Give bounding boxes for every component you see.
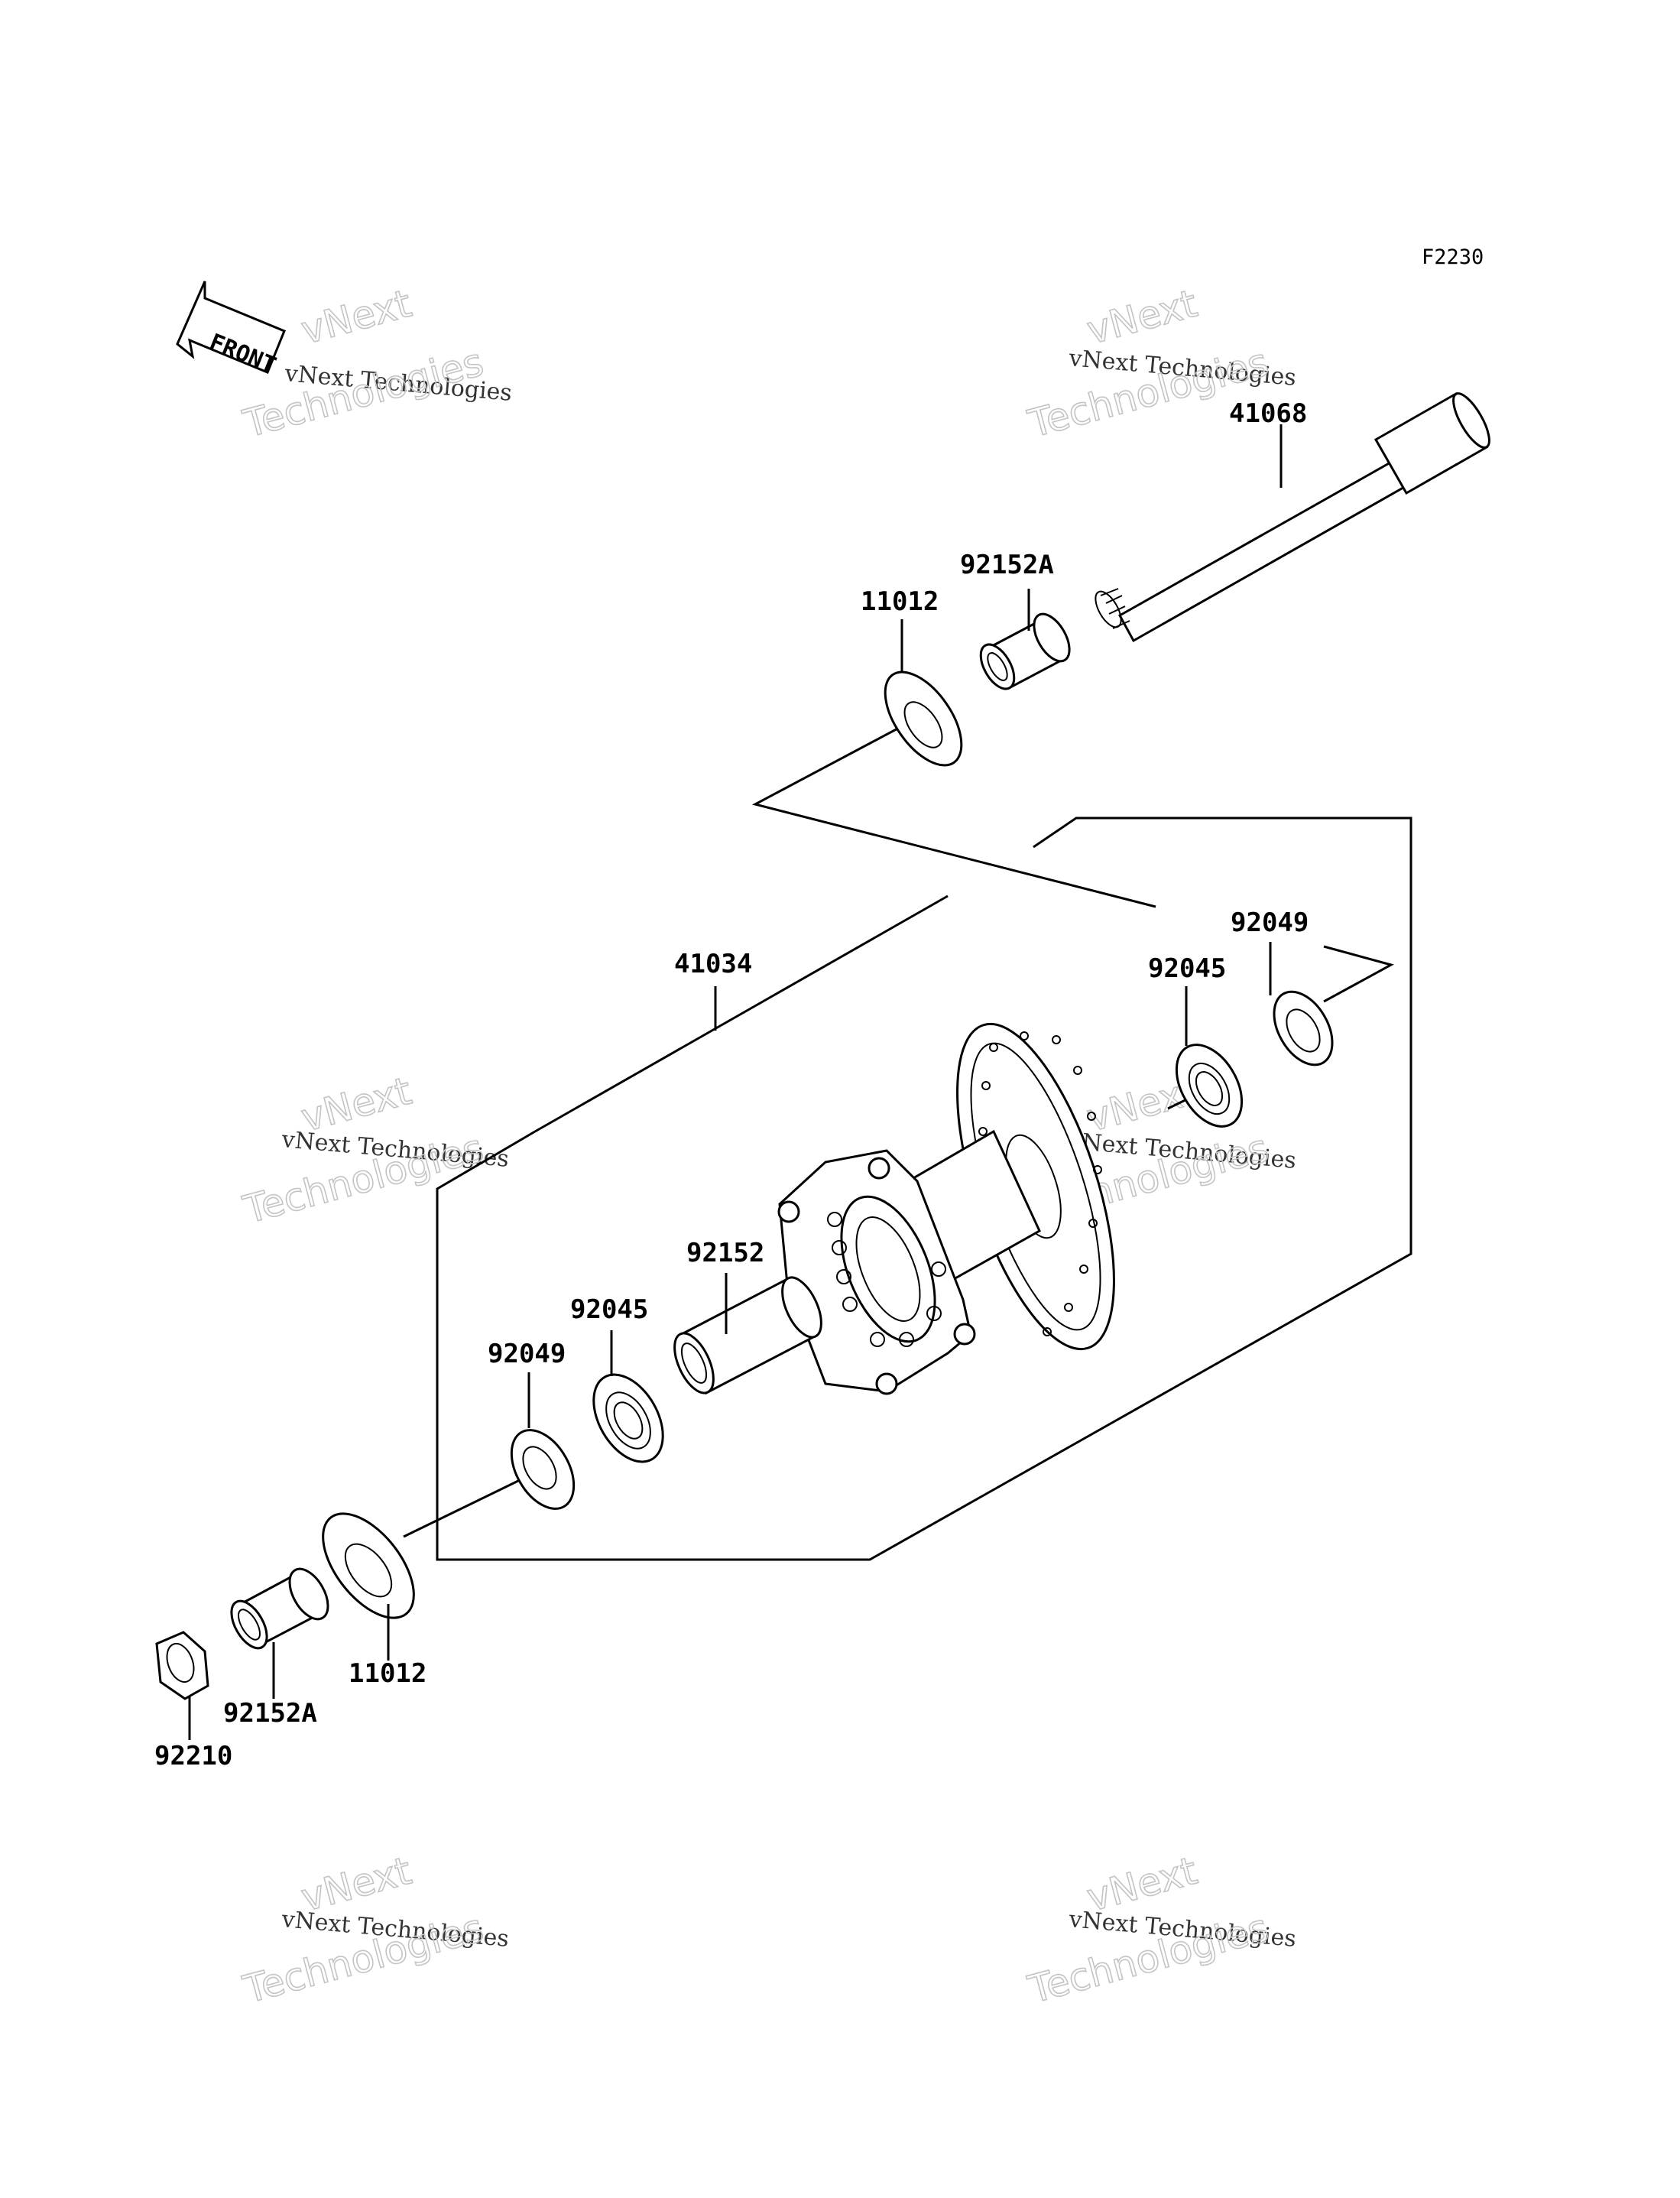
svg-text:vNext: vNext [297,281,416,353]
part-label-92045-right: 92045 [1148,953,1226,984]
spacer-part [673,1276,822,1395]
assembly-lines [403,725,1412,1561]
bearing-left-part [592,1373,664,1463]
hub-part [777,1022,1115,1395]
part-label-11012-upper: 11012 [861,586,939,617]
oil-seal-right-part [1273,990,1334,1067]
svg-text:vNext: vNext [297,1849,416,1920]
front-arrow-icon: FRONT [176,281,286,379]
leader-lines [188,424,1283,1740]
collar-upper-part [979,612,1071,690]
bearing-right-part [1175,1044,1244,1128]
part-label-92152a-upper: 92152A [960,550,1054,580]
part-label-92049-right: 92049 [1231,907,1309,938]
watermark: vNext Technologies vNext Technologies [238,1848,510,2013]
watermark: vNext Technologies vNext Technologies [1023,1848,1297,2013]
part-label-92210: 92210 [154,1741,232,1771]
seal-lower-part [322,1512,415,1619]
seal-upper-part [884,670,963,767]
diagram-code: F2230 [1422,245,1484,269]
watermark: vNext Technologies vNext Technologies [238,1068,510,1233]
svg-text:vNext: vNext [1082,281,1202,353]
part-label-92049-left: 92049 [488,1339,566,1369]
watermark: vNext Technologies vNext Technologies [1023,281,1297,447]
part-label-92152: 92152 [686,1238,764,1268]
part-label-92045-left: 92045 [570,1294,648,1325]
collar-lower-part [230,1567,329,1650]
svg-text:vNext: vNext [1082,1849,1202,1920]
part-label-11012-lower: 11012 [349,1658,426,1689]
watermark: vNext Technologies vNext Technologies [238,281,513,447]
axle-part [1095,391,1490,643]
svg-text:vNext: vNext [297,1069,416,1141]
axle-nut-part [155,1631,209,1700]
part-label-41068: 41068 [1229,398,1307,429]
part-label-41034: 41034 [674,949,752,979]
oil-seal-left-part [510,1429,576,1510]
part-label-92152a-lower: 92152A [223,1698,317,1729]
